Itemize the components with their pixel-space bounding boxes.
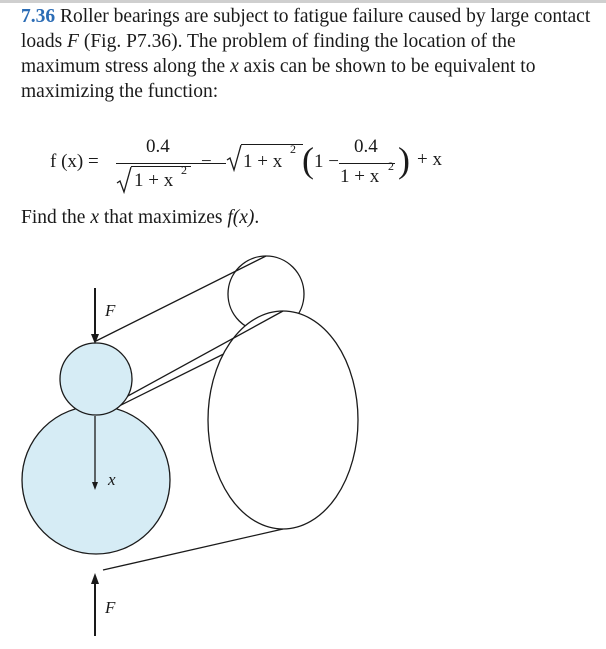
frac2-exponent: 2: [388, 159, 394, 173]
close-paren: ): [398, 140, 410, 180]
equation-tail: + x: [417, 149, 442, 170]
open-paren: (: [302, 140, 314, 180]
frac1-denominator: 1 + x: [134, 170, 174, 191]
large-roller-face: [21, 405, 171, 555]
bottom-force-label: F: [104, 598, 116, 617]
equation-lhs: f (x) =: [50, 151, 99, 172]
bottom-force-arrowhead-icon: [91, 573, 99, 584]
load-symbol: F: [67, 31, 79, 52]
frac1-bar: [116, 163, 226, 164]
sqrt-argument: 1 + x: [243, 151, 283, 172]
statement-text-1: Roller bearings are subject to fatigue f…: [21, 6, 591, 52]
one-minus: 1 −: [314, 151, 339, 172]
frac2-denominator: 1 + x: [340, 166, 380, 187]
frac2-numerator: 0.4: [354, 136, 378, 157]
top-rule: [0, 0, 606, 3]
x-axis-label: x: [107, 470, 116, 489]
frac1-radical-icon: [116, 166, 132, 194]
sqrt-exponent: 2: [290, 142, 296, 156]
top-force-arrowhead-icon: [91, 334, 99, 344]
find-text-2: that maximizes: [99, 207, 228, 228]
x-axis-arrowhead-icon: [92, 482, 98, 490]
large-roller-far-end: [207, 310, 359, 530]
equation-minus: −: [201, 151, 212, 172]
problem-number: 7.36: [21, 6, 56, 27]
statement-text-3: axis can be shown to be equivalent to ma…: [21, 56, 536, 102]
small-roller-face: [59, 342, 133, 416]
roller-bearing-figure: F x F: [21, 255, 359, 636]
frac1-exponent: 2: [181, 163, 187, 177]
equation: f (x) = 0.4 1 + x 2 − 1 + x 2 ( 1 − 0.4 …: [50, 136, 570, 202]
small-roller-top-edge: [95, 255, 267, 342]
radical-icon: [226, 144, 242, 172]
find-instruction: Find the x that maximizes f(x).: [21, 205, 259, 230]
problem-statement: 7.36 Roller bearings are subject to fati…: [21, 4, 591, 104]
find-text-3: .: [254, 207, 260, 228]
frac2-bar: [339, 163, 395, 164]
find-func: f(x): [227, 207, 255, 228]
radical-bar: [241, 144, 303, 145]
statement-text-2: (Fig. P7.36). The problem of finding the…: [21, 31, 516, 77]
large-roller-bottom-edge: [102, 528, 284, 571]
frac1-numerator: 0.4: [146, 136, 170, 157]
find-text-1: Find the: [21, 207, 91, 228]
large-roller-top-edge: [116, 310, 284, 403]
find-var: x: [90, 207, 99, 228]
axis-symbol: x: [230, 56, 239, 77]
frac1-radical-bar: [131, 166, 191, 167]
top-force-label: F: [104, 301, 116, 320]
